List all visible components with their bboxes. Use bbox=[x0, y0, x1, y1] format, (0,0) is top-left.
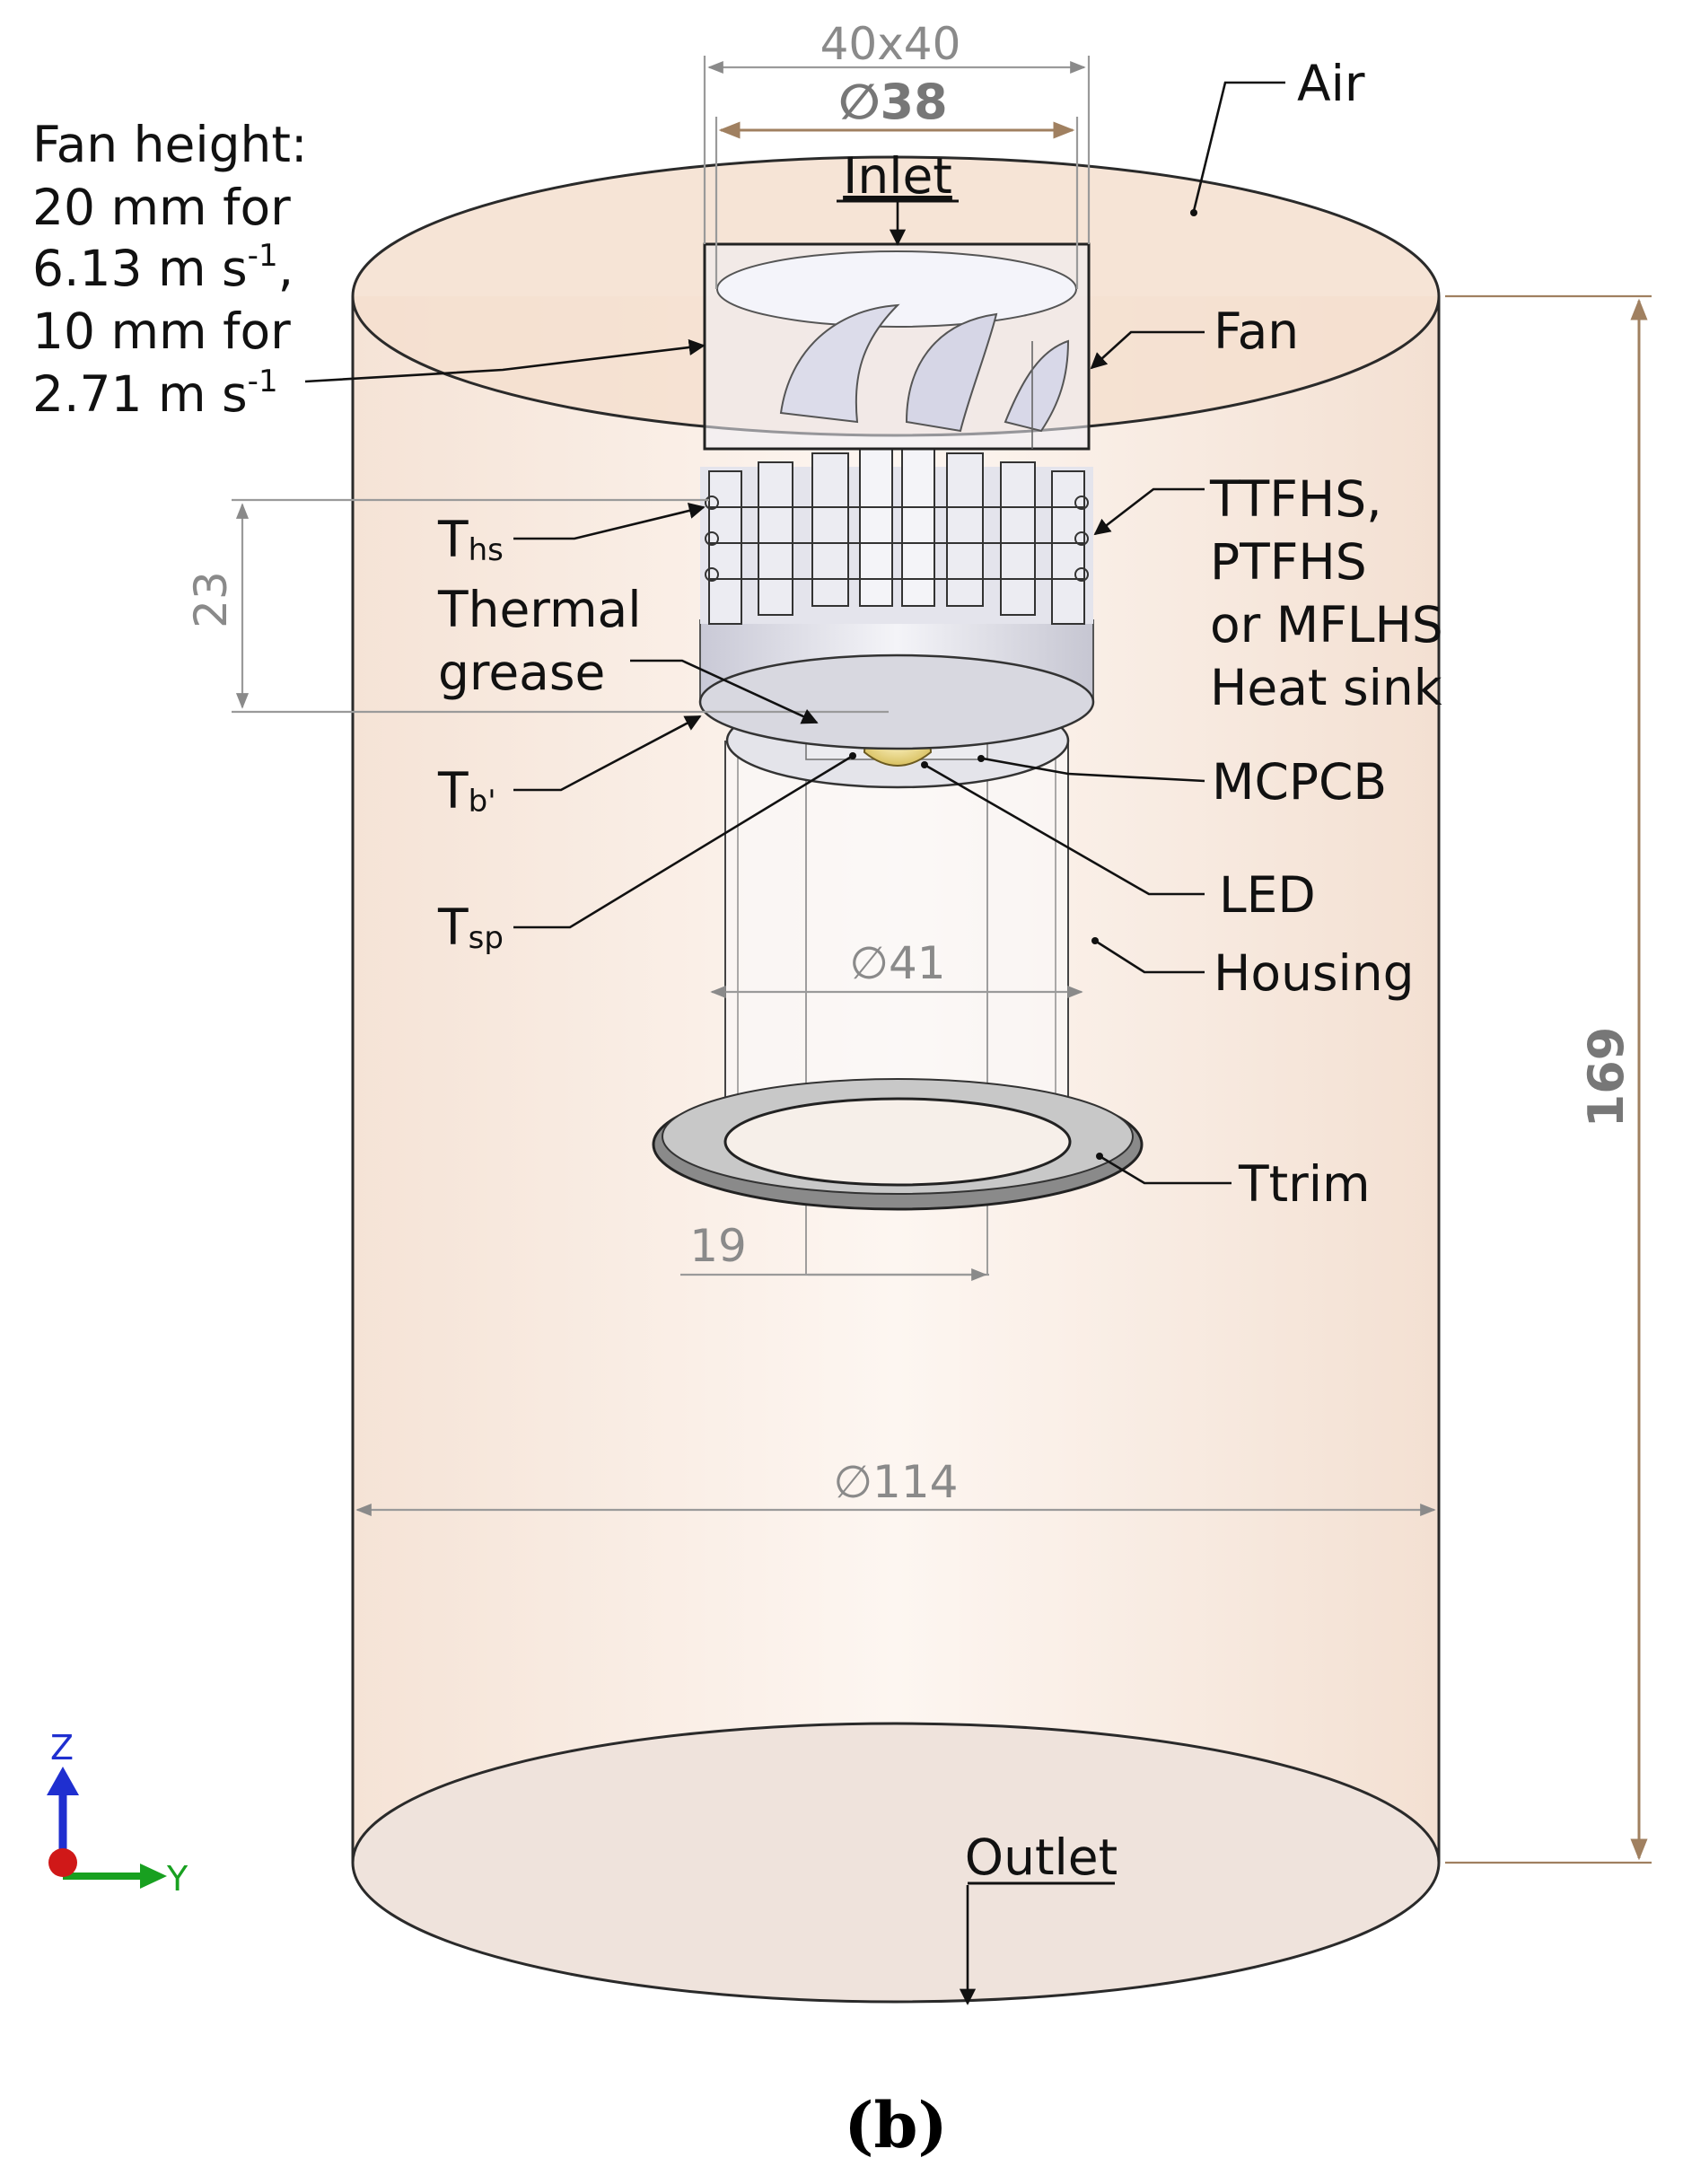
dim-domain-height: 169 bbox=[1578, 1027, 1635, 1128]
figure-caption: (b) bbox=[844, 2088, 947, 2162]
fan-height-line1: Fan height: bbox=[32, 116, 307, 173]
fan-blade bbox=[905, 312, 998, 433]
label-tsp: Tsp bbox=[437, 899, 504, 956]
dim-hs-height: 23 bbox=[185, 571, 237, 628]
label-led: LED bbox=[1219, 866, 1316, 924]
leader-lines bbox=[304, 81, 1285, 2005]
leader-thermal-grease bbox=[630, 659, 819, 724]
labels: Fan height: 20 mm for 6.13 m s-1, 10 mm … bbox=[32, 55, 1443, 2162]
heat-sink-base bbox=[698, 619, 1095, 750]
label-housing: Housing bbox=[1214, 944, 1415, 1002]
dimension-dia41: ∅41 bbox=[710, 937, 1083, 999]
dim-fan-box: 40x40 bbox=[820, 18, 961, 70]
x-axis-dot-icon bbox=[48, 1848, 77, 1877]
label-heatsink-4: Heat sink bbox=[1210, 659, 1442, 716]
leader-ths bbox=[513, 503, 706, 540]
dim-domain-dia: ∅114 bbox=[834, 1456, 959, 1508]
heat-sink-fins bbox=[700, 448, 1093, 625]
leader-housing bbox=[1094, 939, 1205, 974]
fan-blade bbox=[1004, 339, 1070, 433]
label-inlet: Inlet bbox=[843, 147, 952, 205]
label-mcpcb: MCPCB bbox=[1212, 753, 1387, 811]
label-outlet: Outlet bbox=[965, 1829, 1118, 1886]
label-heatsink-2: PTFHS bbox=[1210, 533, 1367, 591]
dimension-19: 19 bbox=[680, 1220, 989, 1282]
dim-fan-dia: ∅38 bbox=[838, 74, 947, 130]
label-fan: Fan bbox=[1214, 303, 1299, 360]
axis-z-label: Z bbox=[50, 1728, 74, 1767]
label-thermal-grease-1: Thermal bbox=[437, 581, 642, 638]
dimension-23: 23 bbox=[185, 498, 889, 714]
dimension-169: 169 bbox=[1445, 294, 1652, 1864]
dim-housing-dia: ∅41 bbox=[849, 937, 945, 989]
trim-ring bbox=[652, 1078, 1144, 1211]
dimension-40x40: 40x40 bbox=[703, 18, 1091, 244]
label-thermal-grease-2: grease bbox=[438, 644, 605, 701]
label-ths: Ths bbox=[437, 511, 504, 568]
leader-fan-height bbox=[304, 338, 706, 383]
domain-bottom-face bbox=[351, 1722, 1441, 2004]
leader-tb bbox=[513, 715, 702, 792]
fan-height-line5: 2.71 m s-1 bbox=[32, 364, 278, 423]
label-heatsink-3: or MFLHS bbox=[1210, 596, 1443, 653]
leader-heatsink bbox=[1093, 487, 1205, 536]
fan-height-line2: 20 mm for bbox=[32, 179, 291, 236]
dim-mcpcb-width: 19 bbox=[689, 1220, 747, 1272]
label-heatsink-1: TTFHS, bbox=[1209, 470, 1382, 528]
leader-tsp bbox=[513, 754, 854, 929]
fan-height-line4: 10 mm for bbox=[32, 303, 291, 360]
fan-height-line3: 6.13 m s-1, bbox=[32, 238, 294, 297]
dimension-dia114: ∅114 bbox=[355, 1456, 1436, 1517]
leader-ttrim bbox=[1099, 1154, 1232, 1185]
axis-y-label: Y bbox=[166, 1859, 188, 1899]
fan-blade bbox=[779, 303, 900, 424]
label-ttrim: Ttrim bbox=[1238, 1155, 1371, 1213]
dimension-dia38: ∅38 bbox=[714, 74, 1079, 289]
label-tb: Tb' bbox=[437, 762, 496, 820]
leader-mcpcb bbox=[982, 757, 1205, 783]
axis-triad: Z Y bbox=[47, 1728, 188, 1899]
z-arrow-icon bbox=[47, 1767, 79, 1795]
housing bbox=[724, 718, 1069, 1275]
label-air: Air bbox=[1297, 55, 1365, 112]
y-arrow-icon bbox=[140, 1864, 167, 1889]
fan-assembly bbox=[703, 242, 1091, 451]
leader-led bbox=[924, 763, 1205, 896]
leader-air bbox=[1192, 81, 1285, 212]
leader-fan bbox=[1090, 330, 1205, 370]
